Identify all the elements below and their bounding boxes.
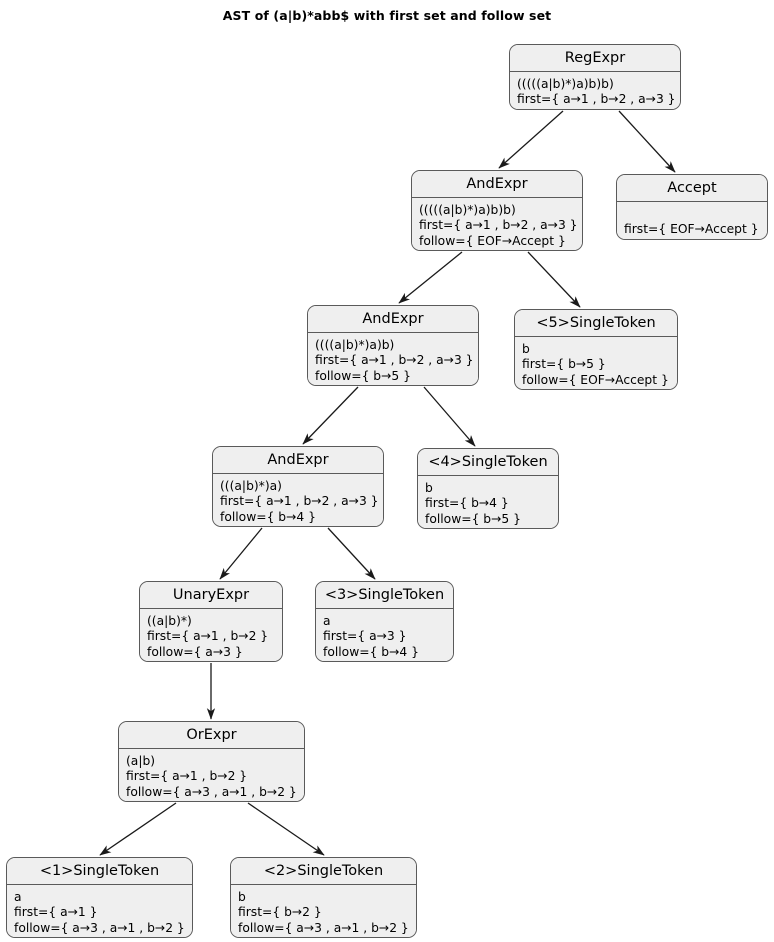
node-header-orexpr: OrExpr <box>119 722 304 749</box>
node-header-accept: Accept <box>617 175 767 202</box>
ast-node-regexpr[interactable]: RegExpr(((((a|b)*)a)b)b)first={ a→1 , b→… <box>509 44 681 110</box>
node-header-token-1: <1>SingleToken <box>7 858 192 885</box>
node-body-line: b <box>238 890 246 904</box>
node-body-line: ((a|b)*) <box>147 614 192 628</box>
node-body-line: follow={ b→5 } <box>315 368 411 383</box>
node-body-orexpr: (a|b)first={ a→1 , b→2 }follow={ a→3 , a… <box>119 749 304 801</box>
node-body-line: follow={ b→5 } <box>425 511 521 526</box>
edge-regexpr-to-andexpr-1 <box>498 110 564 169</box>
node-body-line: (((((a|b)*)a)b)b) <box>419 203 516 217</box>
node-body-line: follow={ b→4 } <box>220 509 316 524</box>
node-body-line: follow={ a→3 , a→1 , b→2 } <box>14 920 185 935</box>
node-header-token-2: <2>SingleToken <box>231 858 416 885</box>
ast-node-accept[interactable]: Accept first={ EOF→Accept } <box>616 174 768 240</box>
edge-andexpr-2-to-token-4 <box>423 386 476 447</box>
node-body-line: first={ a→1 , b→2 } <box>147 629 269 644</box>
node-body-line: follow={ b→4 } <box>323 644 419 659</box>
ast-node-andexpr-2[interactable]: AndExpr((((a|b)*)a)b)first={ a→1 , b→2 ,… <box>307 305 479 386</box>
node-body-line: follow={ EOF→Accept } <box>522 372 669 387</box>
edge-andexpr-1-to-andexpr-2 <box>398 251 463 304</box>
node-header-token-5: <5>SingleToken <box>515 310 677 337</box>
edge-andexpr-2-to-andexpr-3 <box>302 386 359 445</box>
node-header-unaryexpr: UnaryExpr <box>140 582 282 609</box>
node-body-line: first={ a→3 } <box>323 629 407 644</box>
edge-orexpr-to-token-2 <box>247 802 325 856</box>
node-header-andexpr-1: AndExpr <box>412 171 582 198</box>
node-body-line: a <box>323 614 331 628</box>
page-title: AST of (a|b)*abb$ with first set and fol… <box>222 8 552 23</box>
node-body-line: follow={ a→3 } <box>147 644 243 659</box>
node-header-token-4: <4>SingleToken <box>418 449 558 476</box>
node-header-token-3: <3>SingleToken <box>316 582 453 609</box>
node-body-regexpr: (((((a|b)*)a)b)b)first={ a→1 , b→2 , a→3… <box>510 72 680 109</box>
node-header-andexpr-2: AndExpr <box>308 306 478 333</box>
node-body-line: b <box>522 342 530 356</box>
node-body-line: follow={ EOF→Accept } <box>419 233 566 248</box>
node-body-line: (((((a|b)*)a)b)b) <box>517 77 614 91</box>
node-body-andexpr-3: (((a|b)*)a)first={ a→1 , b→2 , a→3 }foll… <box>213 474 383 526</box>
node-body-line: first={ a→1 , b→2 , a→3 } <box>517 92 676 107</box>
node-body-line: first={ b→5 } <box>522 357 606 372</box>
node-header-regexpr: RegExpr <box>510 45 680 72</box>
ast-node-orexpr[interactable]: OrExpr(a|b)first={ a→1 , b→2 }follow={ a… <box>118 721 305 802</box>
node-body-line: a <box>14 890 22 904</box>
edge-orexpr-to-token-1 <box>99 802 177 856</box>
node-body-line: b <box>425 481 433 495</box>
ast-node-andexpr-3[interactable]: AndExpr(((a|b)*)a)first={ a→1 , b→2 , a→… <box>212 446 384 527</box>
node-body-unaryexpr: ((a|b)*)first={ a→1 , b→2 }follow={ a→3 … <box>140 609 282 661</box>
node-body-andexpr-2: ((((a|b)*)a)b)first={ a→1 , b→2 , a→3 }f… <box>308 333 478 385</box>
node-body-line: follow={ a→3 , a→1 , b→2 } <box>238 920 409 935</box>
edge-andexpr-3-to-token-3 <box>327 527 376 580</box>
edge-andexpr-3-to-unaryexpr <box>219 527 263 580</box>
node-body-line: (a|b) <box>126 754 156 768</box>
node-body-line: first={ a→1 , b→2 , a→3 } <box>220 494 379 509</box>
edge-regexpr-to-accept <box>618 110 676 173</box>
node-body-line: first={ a→1 , b→2 , a→3 } <box>315 353 474 368</box>
ast-node-unaryexpr[interactable]: UnaryExpr((a|b)*)first={ a→1 , b→2 }foll… <box>139 581 283 662</box>
node-header-andexpr-3: AndExpr <box>213 447 383 474</box>
node-body-line: ((((a|b)*)a)b) <box>315 338 395 352</box>
node-body-line: first={ a→1 , b→2 , a→3 } <box>419 218 578 233</box>
node-body-line: first={ a→1 , b→2 } <box>126 769 248 784</box>
node-body-line: first={ a→1 } <box>14 905 98 920</box>
node-body-line: first={ b→2 } <box>238 905 322 920</box>
node-body-line: first={ EOF→Accept } <box>624 222 759 237</box>
node-body-line: first={ b→4 } <box>425 496 509 511</box>
node-body-line: (((a|b)*)a) <box>220 479 282 493</box>
node-body-line: follow={ a→3 , a→1 , b→2 } <box>126 784 297 799</box>
ast-node-andexpr-1[interactable]: AndExpr(((((a|b)*)a)b)b)first={ a→1 , b→… <box>411 170 583 251</box>
edge-andexpr-1-to-token-5 <box>527 251 581 308</box>
node-body-accept: first={ EOF→Accept } <box>617 202 767 239</box>
node-body-andexpr-1: (((((a|b)*)a)b)b)first={ a→1 , b→2 , a→3… <box>412 198 582 250</box>
node-body-line <box>624 207 761 222</box>
